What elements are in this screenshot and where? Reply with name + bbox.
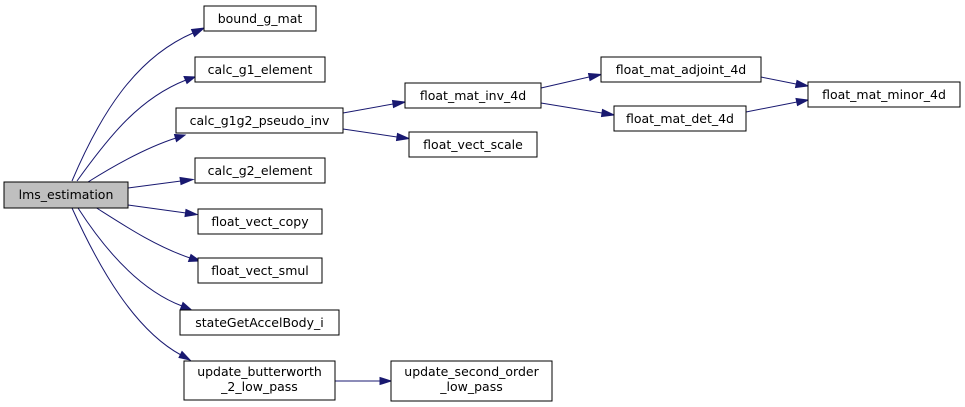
node-float-mat-inv-4d[interactable]: float_mat_inv_4d — [404, 82, 542, 109]
svg-text:calc_g2_element: calc_g2_element — [208, 163, 313, 178]
svg-text:float_mat_adjoint_4d: float_mat_adjoint_4d — [616, 62, 746, 77]
node-calc-g2-element[interactable]: calc_g2_element — [194, 157, 326, 184]
edge-adjoint-4d-to-minor-4d — [760, 76, 810, 89]
edge-lms-to-calc-g1g2-pseudo-inv — [87, 133, 187, 183]
svg-text:lms_estimation: lms_estimation — [19, 187, 114, 202]
edge-lms-to-calc-g2-element — [127, 176, 195, 189]
node-float-vect-copy[interactable]: float_vect_copy — [197, 208, 323, 235]
svg-text:float_vect_scale: float_vect_scale — [423, 137, 523, 152]
svg-text:_low_pass: _low_pass — [439, 379, 502, 394]
edge-butterworth-to-second-order — [335, 376, 393, 386]
svg-text:stateGetAccelBody_i: stateGetAccelBody_i — [195, 315, 323, 330]
svg-text:float_mat_minor_4d: float_mat_minor_4d — [822, 87, 946, 102]
node-float-vect-smul[interactable]: float_vect_smul — [197, 257, 323, 284]
edge-pseudo-inv-to-float-mat-inv-4d — [342, 99, 407, 114]
node-calc-g1-element[interactable]: calc_g1_element — [194, 56, 326, 83]
node-state-get-accel-body-i[interactable]: stateGetAccelBody_i — [179, 309, 340, 336]
edge-inv-4d-to-det-4d — [540, 102, 616, 118]
svg-text:update_second_order: update_second_order — [404, 364, 539, 379]
edge-lms-to-calc-g1-element — [76, 75, 197, 182]
node-update-butterworth-2-low-pass[interactable]: update_butterworth _2_low_pass — [183, 360, 336, 401]
edge-lms-to-bound-g-mat — [71, 27, 206, 182]
edge-lms-to-float-vect-smul — [94, 206, 202, 263]
edge-det-4d-to-minor-4d — [745, 97, 810, 113]
edge-inv-4d-to-adjoint-4d — [540, 72, 603, 89]
node-calc-g1g2-pseudo-inv[interactable]: calc_g1g2_pseudo_inv — [175, 107, 344, 134]
node-float-vect-scale[interactable]: float_vect_scale — [408, 131, 538, 158]
node-float-mat-det-4d[interactable]: float_mat_det_4d — [613, 105, 747, 132]
svg-text:float_vect_smul: float_vect_smul — [211, 263, 309, 278]
node-update-second-order-low-pass[interactable]: update_second_order _low_pass — [390, 360, 553, 402]
node-lms-estimation[interactable]: lms_estimation — [3, 181, 129, 209]
svg-text:update_butterworth: update_butterworth — [197, 364, 322, 379]
edge-lms-to-update-butterworth — [71, 207, 192, 361]
edge-lms-to-state-get-accel-body-i — [77, 207, 193, 311]
svg-text:bound_g_mat: bound_g_mat — [218, 11, 303, 26]
svg-text:calc_g1_element: calc_g1_element — [208, 62, 313, 77]
svg-text:_2_low_pass: _2_low_pass — [220, 379, 298, 394]
node-float-mat-minor-4d[interactable]: float_mat_minor_4d — [807, 81, 961, 108]
edge-pseudo-inv-to-float-vect-scale — [342, 128, 411, 142]
node-bound-g-mat[interactable]: bound_g_mat — [203, 5, 317, 32]
svg-text:float_mat_inv_4d: float_mat_inv_4d — [420, 88, 526, 103]
svg-text:calc_g1g2_pseudo_inv: calc_g1g2_pseudo_inv — [190, 113, 330, 128]
svg-text:float_vect_copy: float_vect_copy — [211, 214, 309, 229]
node-float-mat-adjoint-4d[interactable]: float_mat_adjoint_4d — [600, 56, 762, 83]
svg-text:float_mat_det_4d: float_mat_det_4d — [626, 111, 734, 126]
edge-lms-to-float-vect-copy — [127, 204, 199, 218]
